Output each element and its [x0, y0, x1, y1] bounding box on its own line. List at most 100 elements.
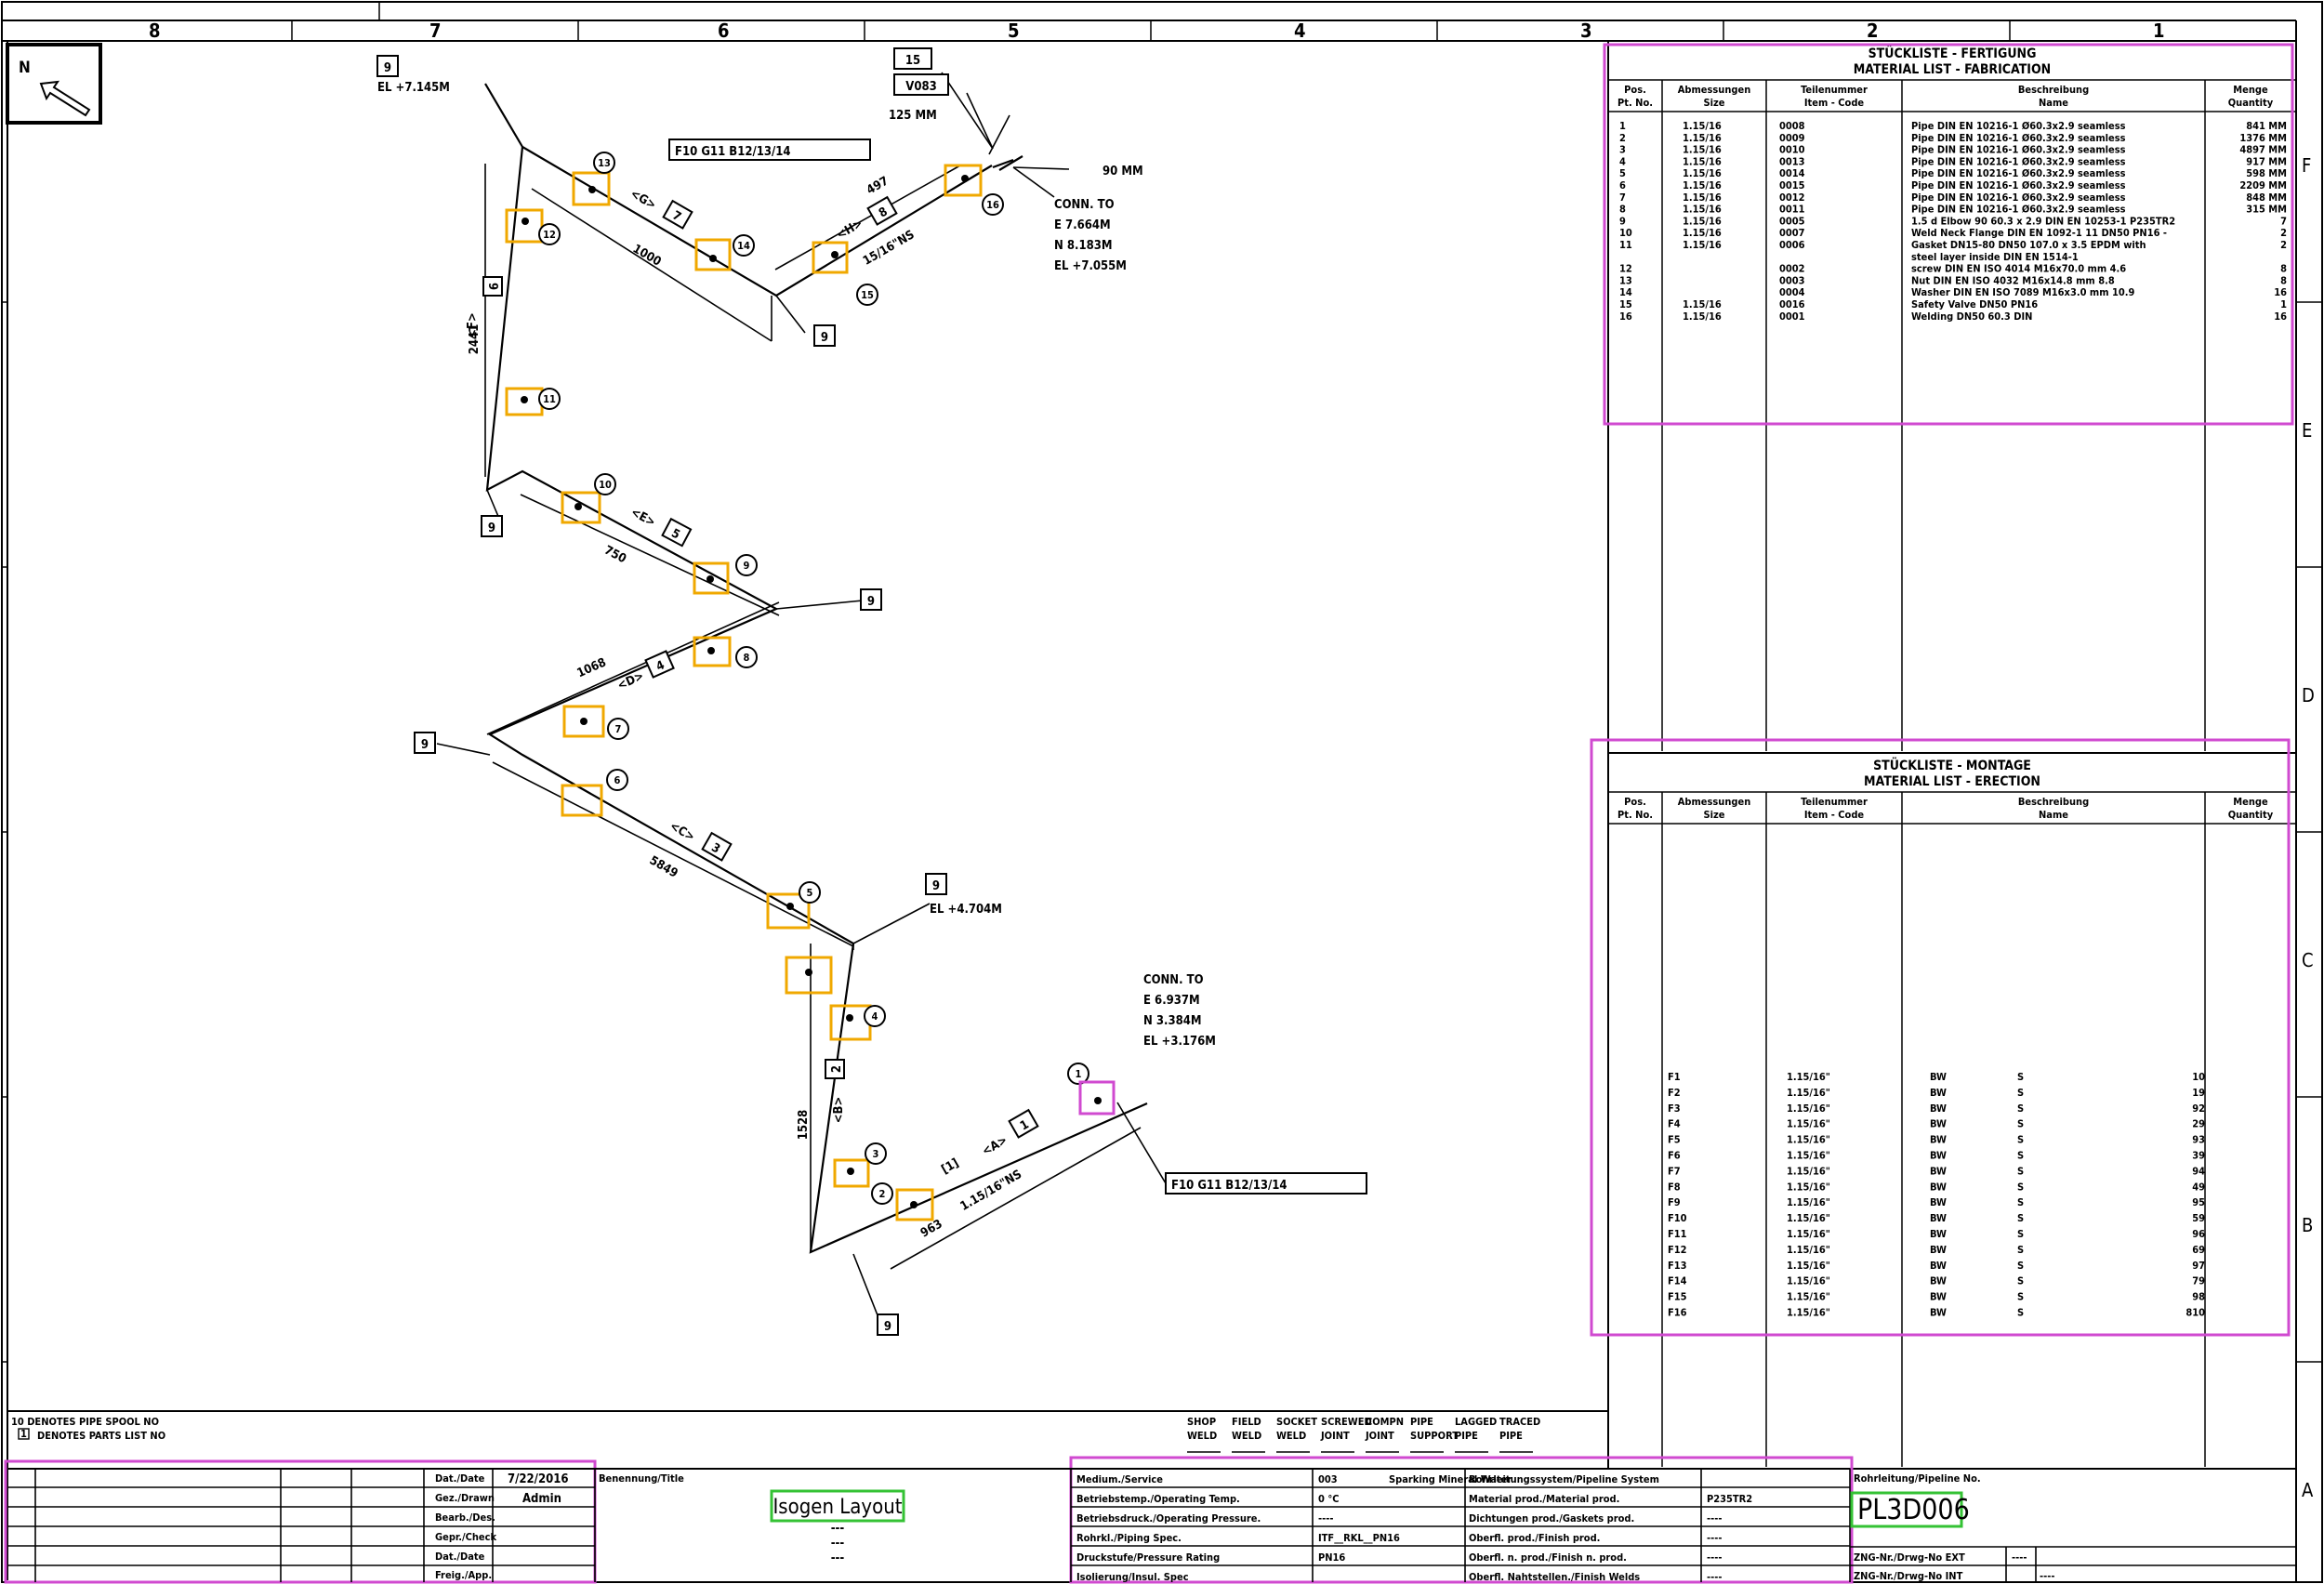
tb-title-label: Benennung/Title — [599, 1472, 684, 1485]
ere-h-pos-de: Pos. — [1624, 796, 1646, 808]
prop-label: Medium./Service — [1076, 1473, 1163, 1485]
fab-row-item: 0012 — [1779, 191, 1805, 204]
prop2-label: Oberfl. prod./Finish prod. — [1469, 1532, 1600, 1544]
fab-row-pos: 12 — [1619, 263, 1632, 275]
callout-9-a: 9 — [384, 61, 391, 75]
prop-label: Isolierung/Insul. Spec — [1076, 1571, 1189, 1583]
fab-row-item: 0007 — [1779, 227, 1805, 239]
weld-7: 7 — [615, 723, 622, 735]
ere-row-qty: 10 — [2192, 1071, 2205, 1083]
ere-row-qty: 49 — [2192, 1181, 2205, 1193]
ere-row-type: BW — [1930, 1102, 1947, 1115]
fab-row-qty: 315 MM — [2246, 204, 2287, 216]
fab-row-size: 1.15/16 — [1683, 191, 1722, 204]
ere-row-pos: F2 — [1668, 1087, 1681, 1099]
ere-row-size: 1.15/16" — [1787, 1291, 1830, 1303]
fab-title-de: STÜCKLISTE - FERTIGUNG — [1868, 45, 2037, 61]
zone-col-1: 1 — [2153, 20, 2165, 42]
fab-row-pos: 8 — [1619, 204, 1626, 216]
callout-9-b: 9 — [821, 331, 828, 345]
ere-row-qty: 29 — [2192, 1118, 2205, 1130]
ere-row-qty: 95 — [2192, 1196, 2205, 1208]
ere-row-class: S — [2017, 1228, 2024, 1240]
ere-row-type: BW — [1930, 1196, 1947, 1208]
zone-col-3: 3 — [1580, 20, 1592, 42]
fab-row-qty: 1 — [2280, 298, 2287, 310]
fab-row-qty: 841 MM — [2246, 120, 2287, 132]
pipeline-no-highlight — [1850, 1491, 1963, 1528]
legend: 10 DENOTES PIPE SPOOL NO 1 DENOTES PARTS… — [7, 1410, 1608, 1470]
ere-row-type: BW — [1930, 1291, 1947, 1303]
ere-row-qty: 96 — [2192, 1228, 2205, 1240]
ere-row-pos: F11 — [1668, 1228, 1687, 1240]
ere-row-class: S — [2017, 1134, 2024, 1146]
fab-row-qty: 4897 MM — [2239, 144, 2287, 156]
ere-row-class: S — [2017, 1244, 2024, 1256]
fab-row-pos: 11 — [1619, 239, 1632, 251]
part-9-callouts: 9 9 9 9 9 9 9 — [376, 55, 947, 1336]
prop2-value: ---- — [1707, 1551, 1722, 1564]
callout-9-e: 9 — [421, 738, 429, 752]
weld-2: 2 — [879, 1188, 886, 1200]
seg-d-len: 1068 — [575, 655, 609, 680]
fab-row-name: screw DIN EN ISO 4014 M16x70.0 mm 4.6 — [1911, 263, 2126, 275]
fab-h-qty-en: Quantity — [2228, 97, 2274, 109]
conn-bottom-3: N 3.384M — [1143, 1014, 1202, 1028]
fabrication-table: STÜCKLISTE - FERTIGUNG MATERIAL LIST - F… — [1608, 45, 2296, 751]
ere-row-class: S — [2017, 1212, 2024, 1224]
legend-symbol-top: SCREWED — [1321, 1416, 1372, 1428]
valve-callout: 15 V083 — [893, 47, 949, 96]
legend-symbol-top: SOCKET — [1276, 1416, 1317, 1428]
zone-col-4: 4 — [1294, 20, 1306, 42]
fab-row-qty: 848 MM — [2246, 191, 2287, 204]
fab-row-name: Pipe DIN EN 10216-1 Ø60.3x2.9 seamless — [1911, 144, 2126, 156]
legend-symbol-bottom: PIPE — [1455, 1430, 1478, 1442]
zone-row-b: B — [2302, 1214, 2313, 1236]
legend-symbol-top: FIELD — [1232, 1416, 1261, 1428]
fab-row-size: 1.15/16 — [1683, 310, 1722, 323]
zone-col-2: 2 — [1867, 20, 1879, 42]
prop2-value: ---- — [1707, 1571, 1722, 1583]
ere-h-name-de: Beschreibung — [2018, 796, 2089, 808]
erection-table: STÜCKLISTE - MONTAGE MATERIAL LIST - ERE… — [1608, 757, 2296, 1467]
ere-row-class: S — [2017, 1181, 2024, 1193]
weld-6: 6 — [614, 774, 621, 786]
fab-row-size: 1.15/16 — [1683, 132, 1722, 144]
prop-value: 0 °C — [1318, 1493, 1340, 1505]
ere-h-size-de: Abmessungen — [1678, 796, 1751, 808]
fab-row-item: 0011 — [1779, 204, 1805, 216]
seg-f-num: 6 — [488, 283, 502, 290]
ere-row-qty: 69 — [2192, 1244, 2205, 1256]
fab-row-size: 1.15/16 — [1683, 144, 1722, 156]
weld-number-labels: 13 12 11 16 14 15 10 9 8 7 6 5 4 3 2 1 — [543, 157, 1081, 1200]
prop-value: ---- — [1318, 1512, 1333, 1525]
fab-title-en: MATERIAL LIST - FABRICATION — [1854, 62, 2051, 77]
ere-row-size: 1.15/16" — [1787, 1260, 1830, 1272]
seg-a-tag: [1] — [939, 1156, 961, 1177]
drwg-ext-value: ---- — [2012, 1551, 2027, 1564]
prop-extra: Sparking Mineral Water — [1389, 1473, 1512, 1485]
ere-row-type: BW — [1930, 1181, 1947, 1193]
valve-tag: V083 — [905, 80, 936, 94]
fab-h-size-de: Abmessungen — [1678, 84, 1751, 96]
fab-row-pos: 4 — [1619, 155, 1626, 167]
ere-row-type: BW — [1930, 1071, 1947, 1083]
weld-1: 1 — [1076, 1068, 1082, 1080]
conn-top-1: CONN. TO — [1054, 198, 1115, 212]
ere-row-pos: F4 — [1668, 1118, 1681, 1130]
conn-top-3: N 8.183M — [1054, 239, 1113, 253]
ere-row-class: S — [2017, 1307, 2024, 1319]
legend-symbol-bottom: JOINT — [1365, 1430, 1394, 1442]
fab-row-qty: 16 — [2274, 286, 2287, 298]
fab-row-pos: 6 — [1619, 179, 1626, 191]
fab-row-name: Welding DN50 60.3 DIN — [1911, 310, 2032, 323]
fab-row-name: Gasket DN15-80 DN50 107.0 x 3.5 EPDM wit… — [1911, 239, 2146, 251]
fab-h-name-de: Beschreibung — [2018, 84, 2089, 96]
ere-row-size: 1.15/16" — [1787, 1165, 1830, 1177]
pipeline-label: Rohrleitung/Pipeline No. — [1854, 1472, 1981, 1485]
legend-spool-note: 10 DENOTES PIPE SPOOL NO — [11, 1416, 159, 1428]
ere-row-pos: F1 — [1668, 1071, 1681, 1083]
north-label: N — [19, 59, 31, 77]
valve-part-15: 15 — [905, 54, 920, 68]
